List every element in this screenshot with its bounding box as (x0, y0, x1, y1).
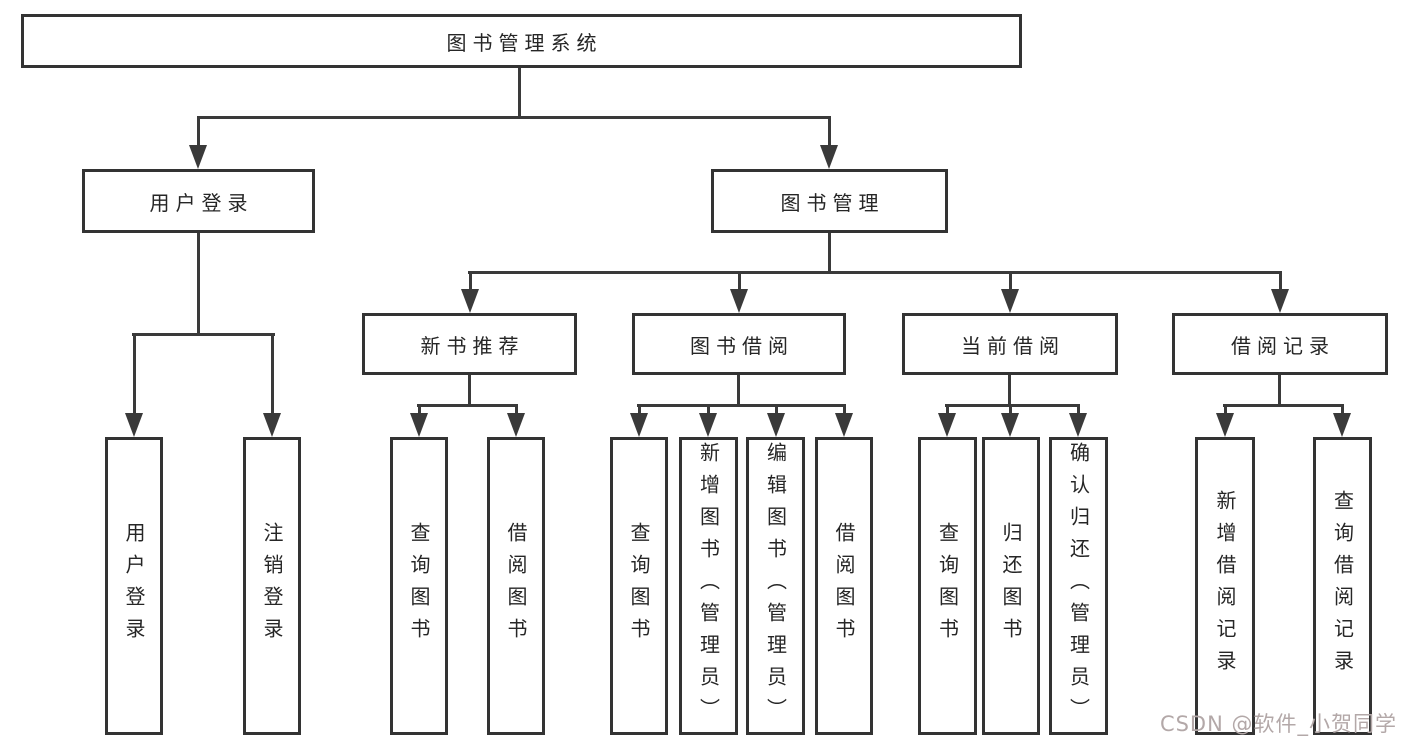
connector-line (468, 271, 1282, 274)
node-borrow-records: 借阅记录 (1172, 313, 1388, 375)
leaf-confirm-return-admin: 确认归还（管理员） (1049, 437, 1108, 735)
leaf-logout-label: 注销登录 (260, 522, 284, 650)
leaf-query-borrow-record-label: 查询借阅记录 (1330, 490, 1355, 682)
connector-arrow-down-icon (938, 407, 956, 437)
connector-arrow-down-icon (1271, 274, 1289, 313)
connector-arrow-down-icon (461, 274, 479, 313)
leaf-query-books-borrowing: 查询图书 (610, 437, 668, 735)
leaf-borrow-books-recommend-label: 借阅图书 (504, 522, 528, 650)
leaf-query-books-recommend-label: 查询图书 (407, 522, 431, 650)
leaf-user-login-label: 用户登录 (122, 522, 146, 650)
csdn-watermark: CSDN @软件_小贺同学 (1159, 712, 1397, 736)
leaf-edit-books-admin: 编辑图书（管理员） (746, 437, 805, 735)
connector-line (1008, 375, 1011, 405)
leaf-add-borrow-record-label: 新增借阅记录 (1213, 490, 1237, 682)
leaf-return-books: 归还图书 (982, 437, 1040, 735)
node-library-system-label: 图书管理系统 (446, 30, 603, 55)
node-book-borrowing: 图书借阅 (632, 313, 846, 375)
connector-arrow-down-icon (1001, 407, 1019, 437)
leaf-confirm-return-admin-label: 确认归还（管理员） (1066, 442, 1091, 730)
connector-line (468, 375, 471, 405)
connector-arrow-down-icon (767, 407, 785, 437)
leaf-query-borrow-record: 查询借阅记录 (1313, 437, 1372, 735)
leaf-edit-books-admin-label: 编辑图书（管理员） (763, 442, 788, 730)
connector-arrow-down-icon (507, 407, 525, 437)
connector-arrow-down-icon (263, 336, 281, 437)
node-user-login-label: 用户登录 (149, 190, 254, 215)
connector-line (518, 68, 521, 118)
connector-arrow-down-icon (820, 119, 838, 169)
connector-line (132, 333, 275, 336)
leaf-add-books-admin: 新增图书（管理员） (679, 437, 738, 735)
node-book-management-label: 图书管理 (780, 190, 885, 215)
leaf-user-login: 用户登录 (105, 437, 163, 735)
connector-arrow-down-icon (189, 119, 207, 169)
node-current-borrowing: 当前借阅 (902, 313, 1118, 375)
leaf-query-books-recommend: 查询图书 (390, 437, 448, 735)
leaf-borrow-books-label: 借阅图书 (832, 522, 856, 650)
connector-arrow-down-icon (730, 274, 748, 313)
connector-line (1223, 404, 1344, 407)
connector-line (737, 375, 740, 405)
connector-line (828, 233, 831, 272)
node-book-borrowing-label: 图书借阅 (690, 333, 794, 358)
connector-line (197, 116, 831, 119)
leaf-query-books-borrowing-label: 查询图书 (627, 522, 651, 650)
leaf-logout: 注销登录 (243, 437, 301, 735)
connector-line (197, 233, 200, 334)
connector-arrow-down-icon (410, 407, 428, 437)
connector-arrow-down-icon (699, 407, 717, 437)
leaf-borrow-books-recommend: 借阅图书 (487, 437, 545, 735)
connector-arrow-down-icon (1333, 407, 1351, 437)
connector-line (945, 404, 1080, 407)
leaf-query-books-current: 查询图书 (918, 437, 977, 735)
leaf-return-books-label: 归还图书 (999, 522, 1023, 650)
connector-line (417, 404, 518, 407)
connector-line (1278, 375, 1281, 405)
connector-line (637, 404, 846, 407)
connector-arrow-down-icon (835, 407, 853, 437)
connector-arrow-down-icon (1069, 407, 1087, 437)
node-current-borrowing-label: 当前借阅 (961, 333, 1065, 358)
connector-arrow-down-icon (1216, 407, 1234, 437)
leaf-borrow-books: 借阅图书 (815, 437, 873, 735)
node-library-system: 图书管理系统 (21, 14, 1022, 68)
node-user-login: 用户登录 (82, 169, 315, 233)
node-book-management: 图书管理 (711, 169, 948, 233)
leaf-add-borrow-record: 新增借阅记录 (1195, 437, 1255, 735)
leaf-query-books-current-label: 查询图书 (935, 522, 960, 650)
node-new-book-recommend: 新书推荐 (362, 313, 577, 375)
connector-arrow-down-icon (1001, 274, 1019, 313)
node-borrow-records-label: 借阅记录 (1231, 333, 1335, 358)
node-new-book-recommend-label: 新书推荐 (420, 333, 525, 358)
connector-arrow-down-icon (125, 336, 143, 437)
connector-arrow-down-icon (630, 407, 648, 437)
leaf-add-books-admin-label: 新增图书（管理员） (696, 442, 721, 730)
